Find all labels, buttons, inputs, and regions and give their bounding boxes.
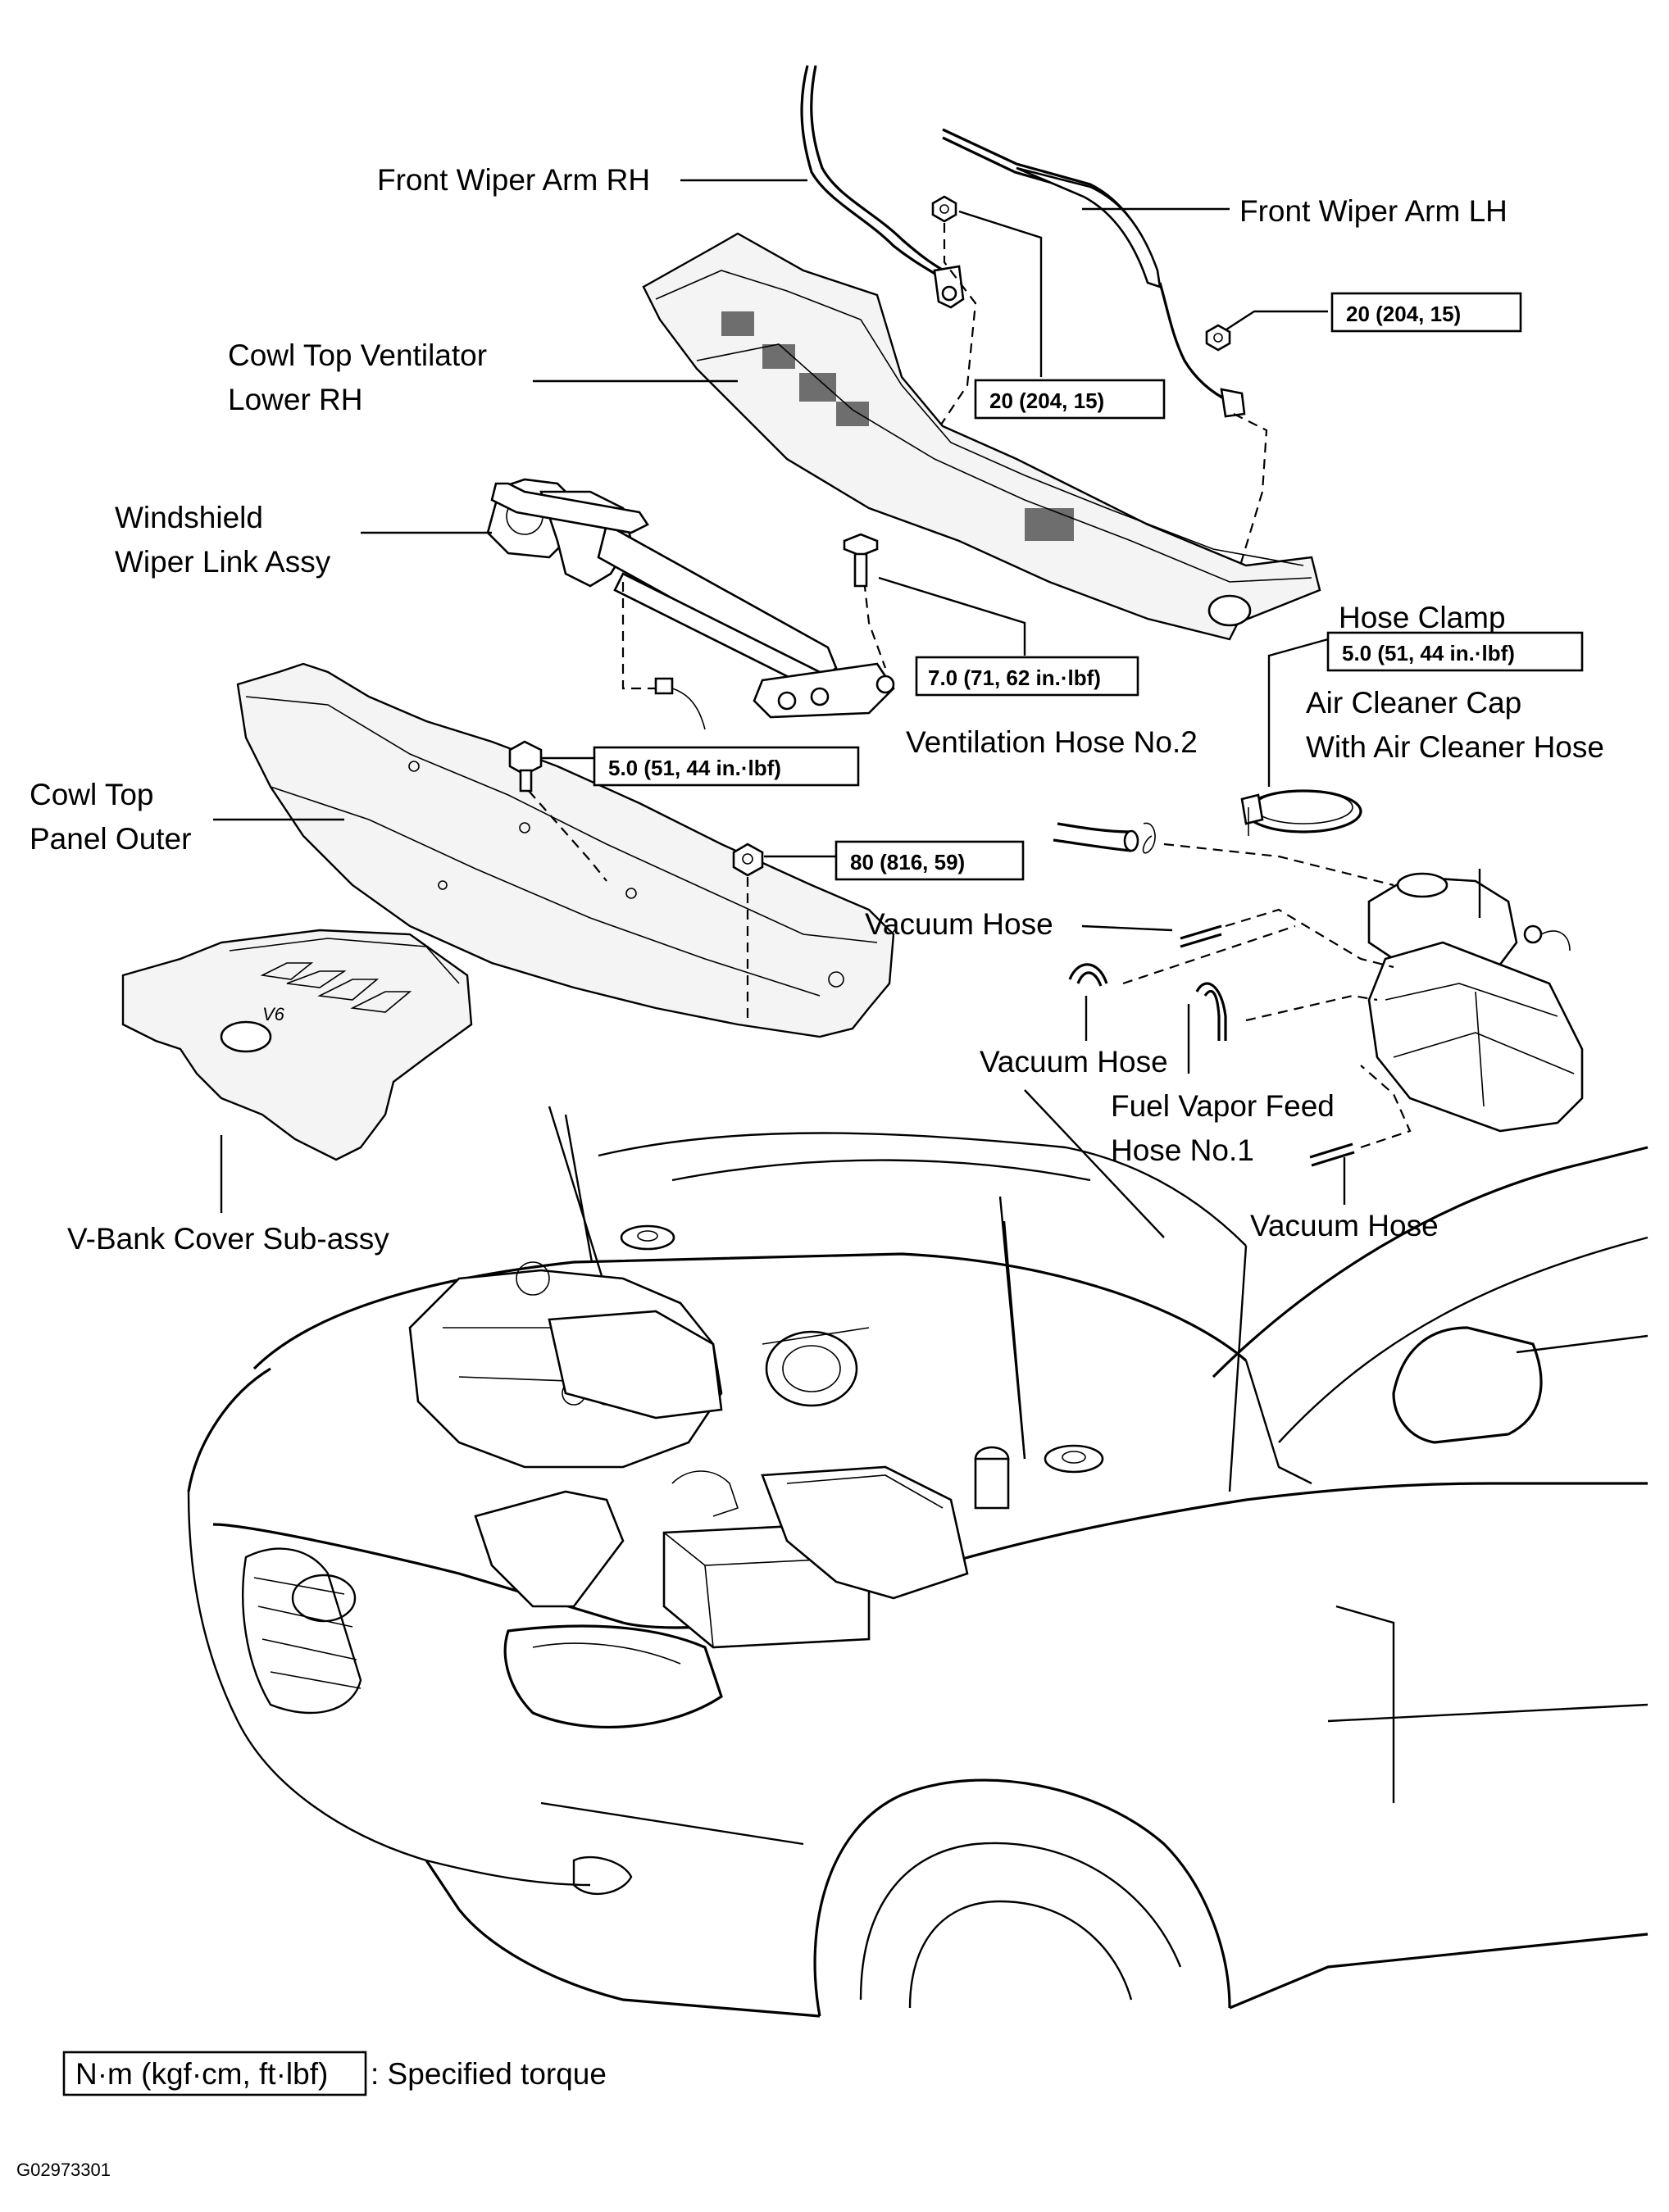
- bolt-wiper-link: [843, 533, 879, 588]
- v-bank-cover-sub-assy: V6: [121, 929, 473, 1161]
- svg-text:5.0 (51, 44 in.·lbf): 5.0 (51, 44 in.·lbf): [608, 756, 781, 780]
- label-cowl-top-panel-line2: Panel Outer: [30, 822, 191, 856]
- label-vacuum-hose-2: Vacuum Hose: [980, 1045, 1168, 1079]
- label-air-cleaner-line2: With Air Cleaner Hose: [1306, 730, 1604, 764]
- label-fuel-vapor-line2: Hose No.1: [1111, 1133, 1254, 1167]
- bolt-cowl-panel: [508, 740, 543, 793]
- torque-box-hose-clamp: 5.0 (51, 44 in.·lbf): [1326, 631, 1584, 672]
- label-fuel-vapor-line1: Fuel Vapor Feed: [1111, 1089, 1335, 1123]
- svg-text:80 (816, 59): 80 (816, 59): [850, 850, 965, 874]
- label-ventilation-hose: Ventilation Hose No.2: [906, 725, 1198, 759]
- front-wiper-arm-lh: [942, 128, 1246, 418]
- label-front-wiper-arm-lh: Front Wiper Arm LH: [1239, 194, 1508, 228]
- label-cowl-top-ventilator-line2: Lower RH: [228, 383, 363, 416]
- label-vacuum-hose-1: Vacuum Hose: [865, 907, 1053, 941]
- legend-box-text: N·m (kgf·cm, ft·lbf): [75, 2057, 328, 2091]
- vacuum-hose-middle: [1068, 963, 1108, 987]
- label-windshield-line1: Windshield: [115, 501, 263, 534]
- svg-text:20 (204, 15): 20 (204, 15): [989, 388, 1104, 413]
- torque-box-wiper-arm-lh: 20 (204, 15): [1330, 292, 1522, 333]
- label-air-cleaner-line1: Air Cleaner Cap: [1306, 686, 1521, 720]
- vehicle-engine-bay: [187, 1089, 1649, 2018]
- torque-box-cowl-panel-bolt: 5.0 (51, 44 in.·lbf): [593, 746, 860, 787]
- nut-lh: [1205, 324, 1231, 352]
- air-cleaner-cap: [1367, 872, 1584, 1133]
- legend-description: : Specified torque: [371, 2057, 607, 2091]
- label-hose-clamp: Hose Clamp: [1339, 601, 1506, 634]
- torque-box-wiper-link-bolt: 7.0 (71, 62 in.·lbf): [915, 656, 1139, 697]
- svg-text:20 (204, 15): 20 (204, 15): [1346, 302, 1461, 326]
- nut-cowl-panel: [732, 843, 764, 877]
- svg-text:7.0 (71, 62 in.·lbf): 7.0 (71, 62 in.·lbf): [928, 665, 1101, 690]
- hose-clamp: [1240, 789, 1362, 836]
- legend: N·m (kgf·cm, ft·lbf) : Specified torque: [62, 2051, 607, 2096]
- windshield-wiper-link-assy: [486, 478, 895, 719]
- label-vacuum-hose-3: Vacuum Hose: [1250, 1209, 1439, 1242]
- torque-box-cowl-panel-nut: 80 (816, 59): [834, 840, 1025, 881]
- cowl-top-ventilator-lower-rh: [642, 232, 1321, 641]
- label-cowl-top-ventilator-line1: Cowl Top Ventilator: [228, 338, 487, 372]
- label-cowl-top-panel-line1: Cowl Top: [30, 778, 154, 811]
- front-wiper-arm-rh: [800, 65, 965, 309]
- nut-rh: [931, 195, 957, 223]
- vacuum-hose-lower: [1309, 1142, 1355, 1167]
- label-v-bank-cover: V-Bank Cover Sub-assy: [67, 1222, 389, 1256]
- vacuum-hose-upper: [1180, 924, 1222, 940]
- figure-code: G02973301: [16, 2160, 111, 2180]
- label-windshield-line2: Wiper Link Assy: [115, 545, 331, 579]
- engine-badge: V6: [262, 1004, 285, 1024]
- cowl-top-panel-outer: [236, 662, 895, 1038]
- ventilation-hose-no2: [1053, 822, 1156, 854]
- torque-box-wiper-arm-rh: 20 (204, 15): [974, 379, 1166, 420]
- label-front-wiper-arm-rh: Front Wiper Arm RH: [377, 163, 650, 197]
- svg-text:5.0 (51, 44 in.·lbf): 5.0 (51, 44 in.·lbf): [1342, 641, 1515, 665]
- fuel-vapor-feed-hose-no1: [1195, 982, 1227, 1041]
